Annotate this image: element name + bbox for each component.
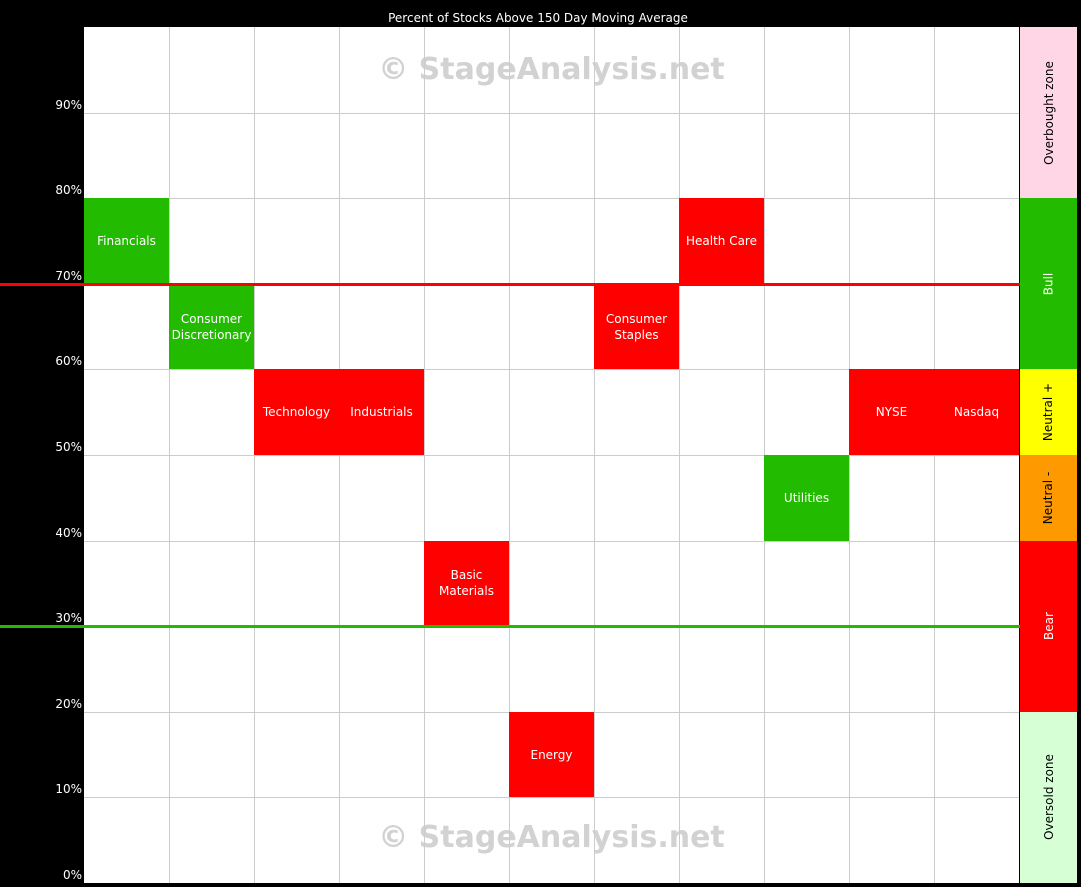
- sector-label: Basic Materials: [438, 568, 494, 599]
- sector-label: Energy: [530, 747, 573, 762]
- reference-line: [0, 282, 1020, 286]
- watermark-bottom: © StageAnalysis.net: [378, 820, 725, 855]
- sector-cell: Financials: [84, 198, 169, 284]
- sector-cell: Health Care: [679, 198, 764, 284]
- y-tick-label: 90%: [55, 97, 82, 112]
- sector-cell: Utilities: [764, 455, 849, 541]
- zone-label: Neutral +: [1041, 383, 1056, 442]
- sector-cell: Technology: [254, 369, 339, 455]
- y-tick-label: 80%: [55, 183, 82, 198]
- sector-cell: Consumer Staples: [594, 283, 679, 370]
- sector-label: Technology: [262, 405, 331, 420]
- y-tick-label: 30%: [55, 611, 82, 626]
- sector-label: Nasdaq: [953, 405, 1000, 420]
- gridline-horizontal: [84, 797, 1019, 799]
- sector-label: Utilities: [783, 490, 830, 505]
- gridline-horizontal: [84, 455, 1019, 456]
- y-tick-label: 50%: [55, 440, 82, 454]
- watermark-top: © StageAnalysis.net: [378, 52, 725, 87]
- sector-label: NYSE: [875, 405, 908, 420]
- y-tick-label: 70%: [55, 268, 82, 283]
- zone-band: Bull: [1020, 198, 1077, 370]
- sector-cell: Energy: [509, 711, 594, 798]
- sector-cell: Industrials: [339, 369, 424, 455]
- zone-band: Neutral +: [1020, 369, 1077, 455]
- gridline-horizontal: [84, 369, 1019, 371]
- zone-band: Neutral -: [1020, 455, 1077, 541]
- zone-label: Neutral -: [1041, 471, 1056, 525]
- gridline-horizontal: [84, 198, 1019, 200]
- sector-label: Consumer Staples: [605, 311, 668, 342]
- sector-cell: Nasdaq: [934, 369, 1019, 455]
- sector-label: Industrials: [350, 405, 413, 420]
- zone-band: Overbought zone: [1020, 27, 1077, 199]
- gridline-horizontal: [84, 112, 1019, 114]
- zone-label: Bear: [1041, 612, 1056, 641]
- y-tick-label: 40%: [55, 525, 82, 540]
- zone-label: Overbought zone: [1041, 60, 1056, 165]
- y-tick-label: 10%: [55, 782, 82, 797]
- sector-cell: Basic Materials: [424, 540, 509, 627]
- sector-cell: NYSE: [849, 369, 934, 455]
- sector-label: Health Care: [685, 233, 757, 248]
- y-tick-label: 60%: [55, 354, 82, 369]
- zone-label: Bull: [1041, 272, 1056, 296]
- plot-area: © StageAnalysis.net © StageAnalysis.net …: [0, 27, 1020, 883]
- zone-band: Oversold zone: [1020, 711, 1077, 883]
- chart-title: Percent of Stocks Above 150 Day Moving A…: [388, 11, 688, 25]
- y-tick-label: 0%: [62, 868, 82, 882]
- zone-label: Oversold zone: [1041, 754, 1056, 841]
- sector-label: Financials: [97, 233, 156, 248]
- zone-band: Bear: [1020, 540, 1077, 712]
- reference-line: [0, 625, 1020, 629]
- y-tick-label: 20%: [55, 696, 82, 711]
- sector-label: Consumer Discretionary: [171, 311, 252, 342]
- sector-cell: Consumer Discretionary: [169, 283, 254, 370]
- gridline-horizontal: [84, 540, 1019, 542]
